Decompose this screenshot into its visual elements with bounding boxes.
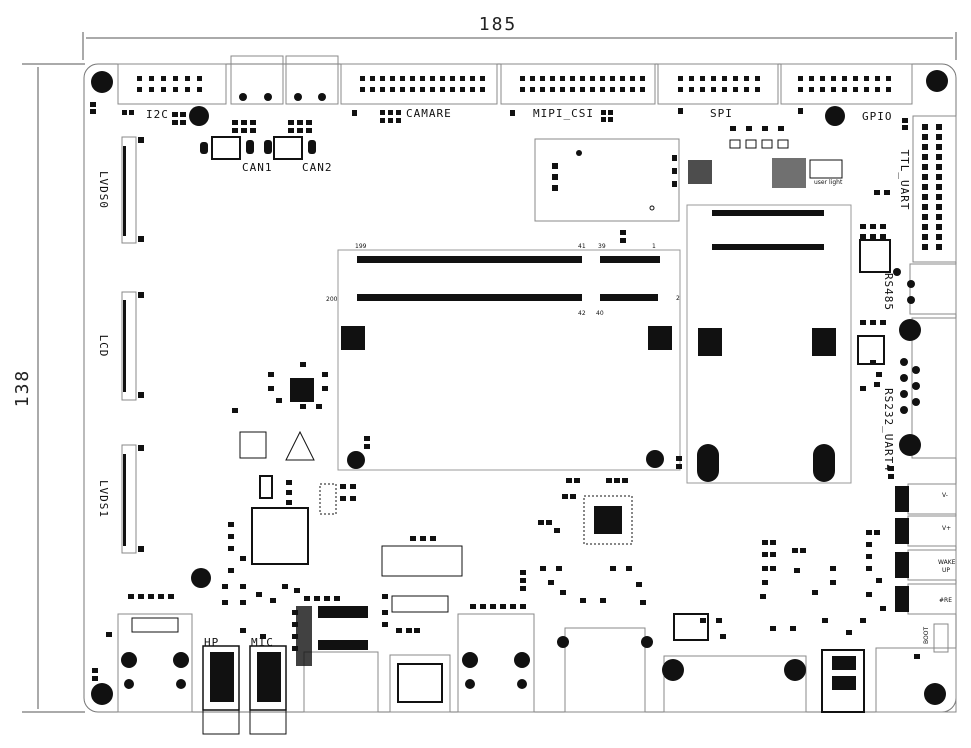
header-mipi-csi	[500, 63, 656, 105]
rs485-terminal	[859, 239, 957, 315]
usb-otg	[381, 545, 463, 713]
header-can1	[230, 55, 284, 105]
pin-200: 200	[326, 296, 338, 303]
pmic-area	[239, 378, 633, 565]
dimension-width-label: 185	[479, 14, 518, 35]
pin-2: 2	[676, 295, 680, 302]
label-lvds1: LVDS1	[97, 480, 110, 518]
side-buttons	[895, 483, 957, 653]
can-transceivers	[90, 102, 908, 160]
som-connector	[337, 249, 681, 471]
label-gpio: GPIO	[862, 110, 893, 123]
audio-jack-mic	[249, 645, 287, 735]
label-lcd: LCD	[97, 335, 110, 358]
label-can1: CAN1	[242, 161, 273, 174]
label-boot: BOOT	[923, 627, 930, 644]
dimension-height	[22, 63, 85, 713]
label-mipi-csi: MIPI_CSI	[533, 107, 594, 120]
label-mic: MIC	[251, 636, 274, 649]
db9-bottom	[662, 613, 807, 713]
dimension-width	[82, 32, 957, 60]
ethernet-left	[117, 613, 193, 713]
wifi-module	[534, 138, 680, 222]
label-key-v-plus: V+	[942, 525, 951, 532]
label-spi: SPI	[710, 107, 733, 120]
label-key-v-minus: V-	[942, 492, 948, 499]
label-key-up: UP	[942, 567, 950, 574]
passive-components	[92, 190, 920, 681]
label-key-rst: #RE	[939, 597, 952, 604]
dc-power-jack	[821, 647, 957, 713]
fpc-lcd	[121, 291, 144, 401]
header-ttl-uart	[912, 115, 957, 263]
label-key-wake: WAKE	[938, 559, 956, 566]
dimension-height-label: 138	[12, 369, 33, 408]
board-outline	[83, 63, 957, 713]
label-i2c: I2C	[146, 108, 169, 121]
pin-1: 1	[652, 243, 656, 250]
user-led-cluster	[688, 126, 843, 188]
rs232-connector	[857, 317, 957, 459]
hdmi-connector	[296, 606, 379, 713]
fpc-lvds0	[121, 136, 144, 244]
header-can2	[285, 55, 339, 105]
label-lvds0: LVDS0	[97, 171, 110, 209]
label-rs485: RS485	[882, 273, 895, 311]
header-gpio	[780, 63, 913, 105]
pin-39: 39	[598, 243, 606, 250]
label-user-light: user light	[814, 179, 843, 186]
mounting-holes	[91, 70, 948, 705]
mini-pcie-slot	[686, 204, 852, 484]
pin-42: 42	[578, 310, 586, 317]
label-can2: CAN2	[302, 161, 333, 174]
header-spi	[657, 63, 779, 105]
usb-host	[557, 627, 653, 713]
pin-199: 199	[355, 243, 367, 250]
pin-41: 41	[578, 243, 586, 250]
fpc-lvds1	[121, 444, 144, 554]
label-rs232-uart4: RS232_UART4	[882, 388, 895, 472]
label-hp: HP	[204, 636, 219, 649]
label-ttl-uart: TTL_UART	[898, 150, 911, 211]
label-camare: CAMARE	[406, 107, 452, 120]
ethernet-right	[457, 613, 535, 713]
header-camare	[340, 63, 498, 105]
pin-40: 40	[596, 310, 604, 317]
header-i2c	[117, 63, 227, 105]
audio-jack-hp	[202, 645, 240, 735]
